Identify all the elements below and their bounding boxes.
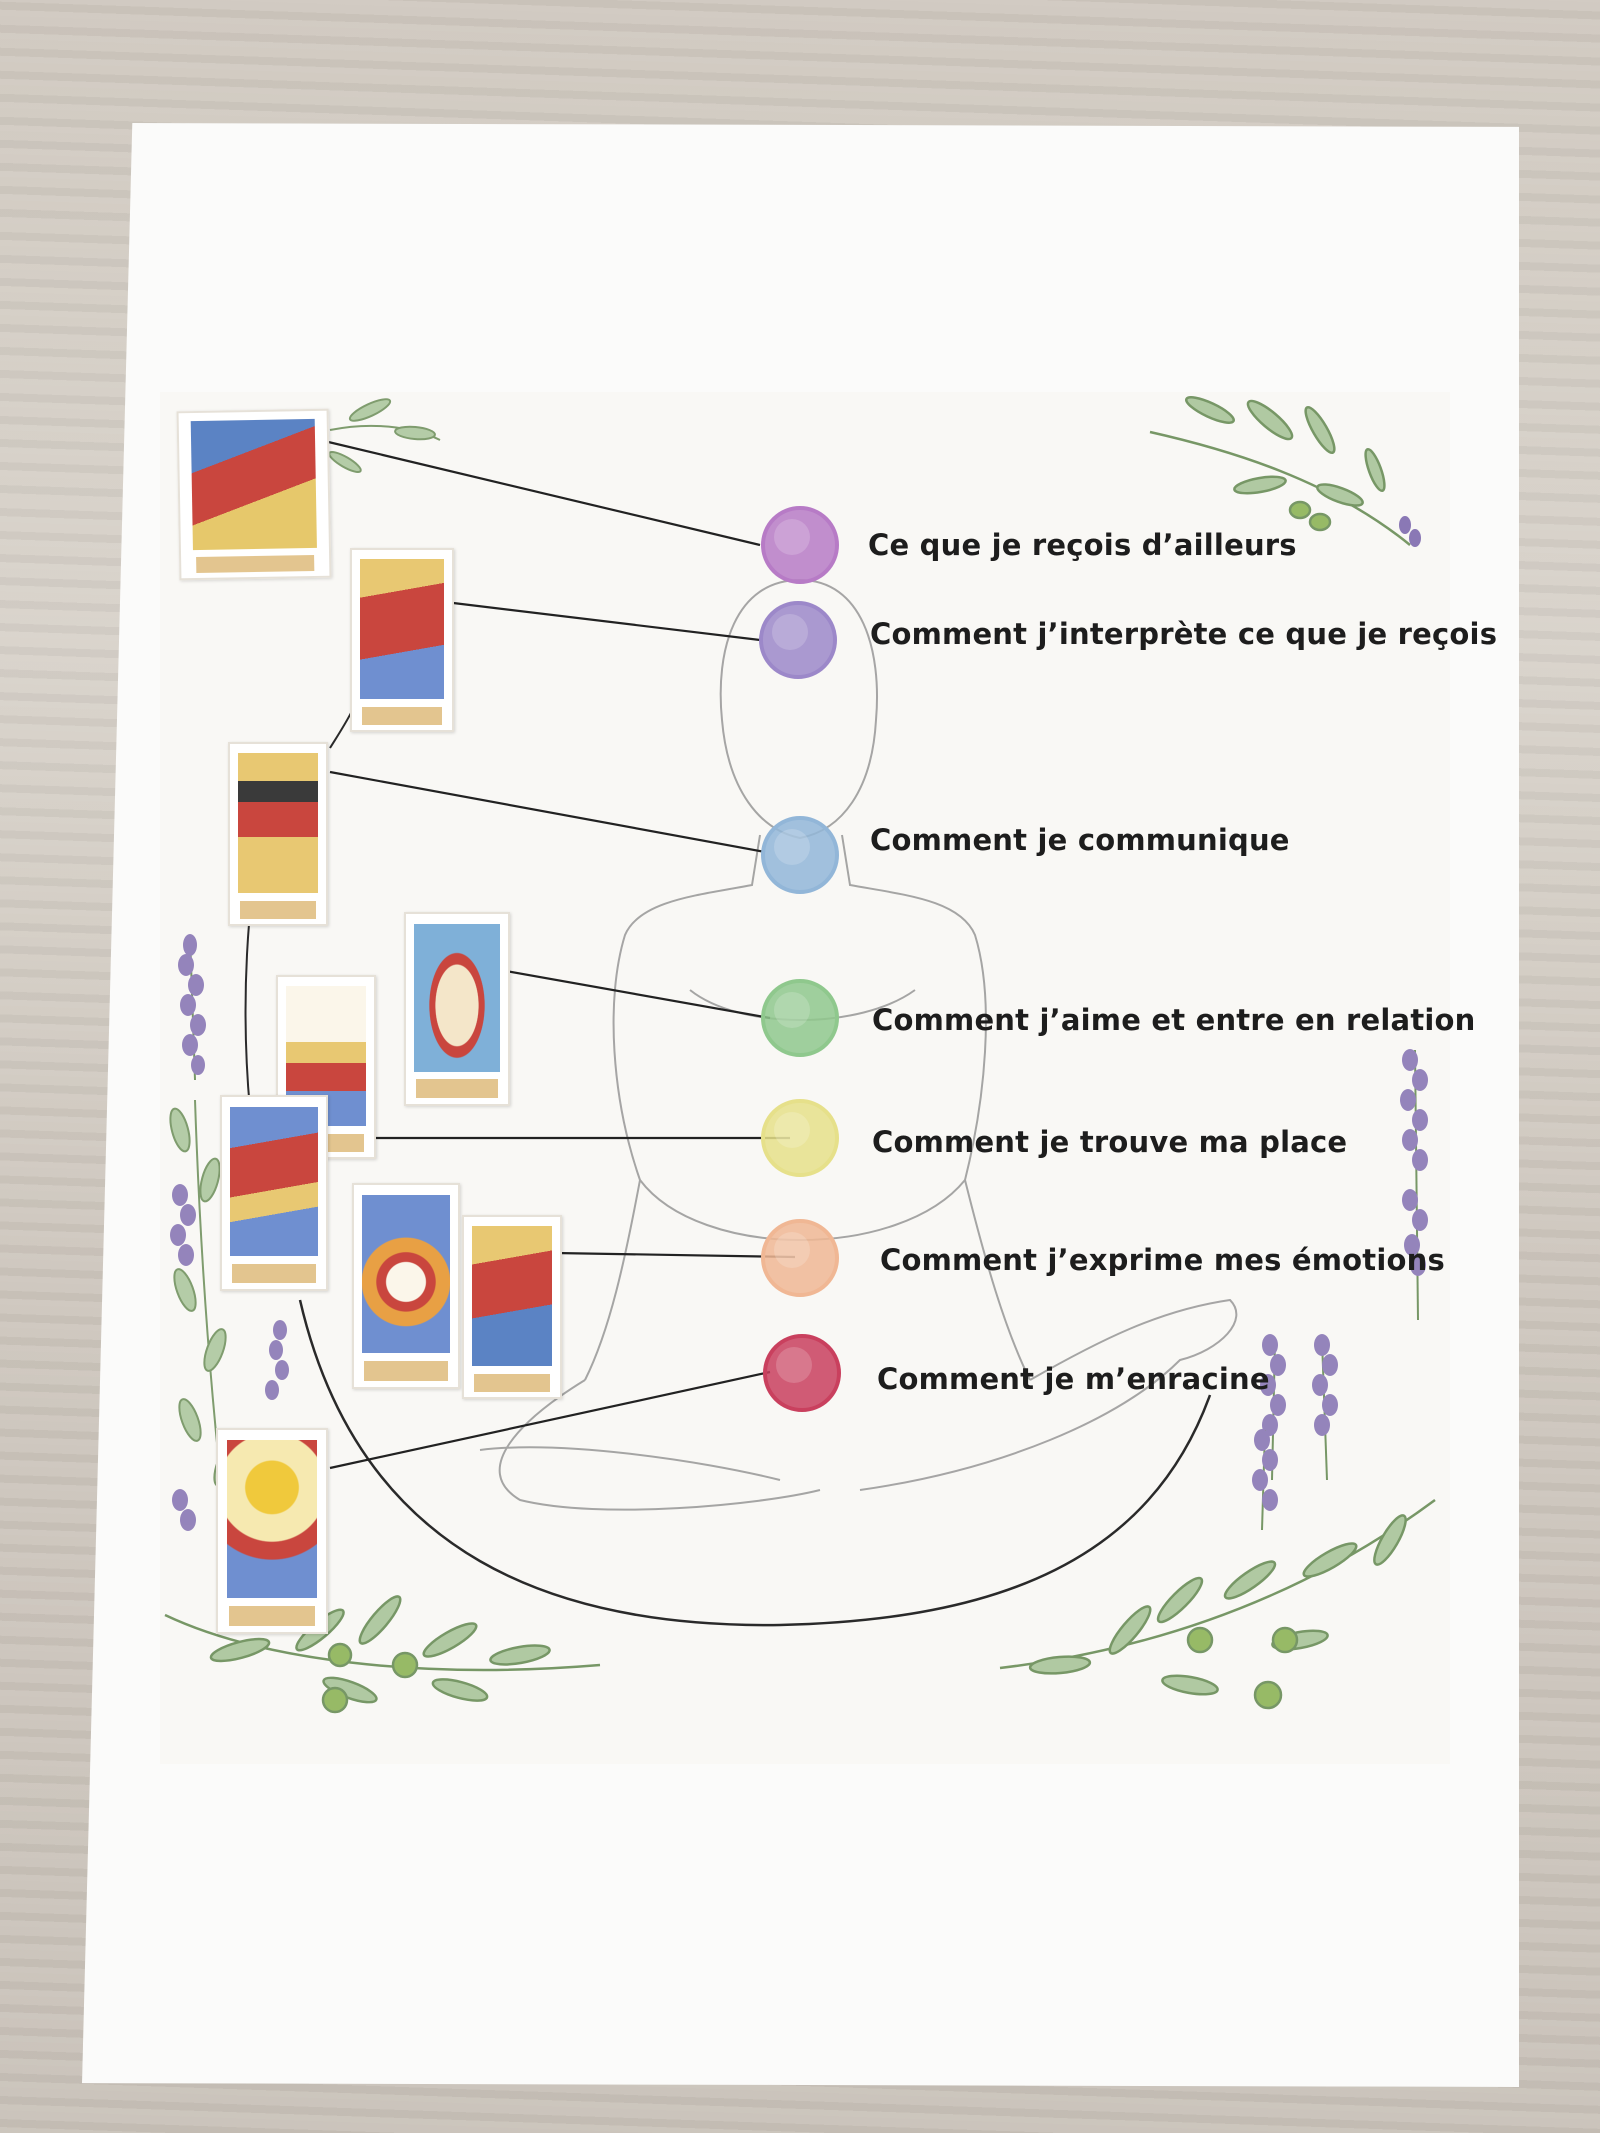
- card-name-banner: [195, 554, 315, 574]
- tarot-card-icon: [237, 753, 319, 894]
- olive-branch-icon: [999, 1498, 1436, 1710]
- card-name-banner: [473, 1373, 551, 1392]
- chakra-label-solar-plexus: Comment je trouve ma place: [872, 1125, 1348, 1159]
- tarot-card-icon: [360, 559, 444, 700]
- chakra-circles: [759, 506, 841, 1412]
- chakra-circle-highlight: [772, 614, 808, 650]
- chakra-circle-highlight: [776, 1347, 812, 1383]
- tarot-card-icon: [362, 1195, 450, 1353]
- energy-arc: [298, 1299, 1212, 1627]
- lavender-stalk-icon: [1252, 1334, 1338, 1531]
- connector-line: [444, 600, 761, 642]
- tarot-card: [462, 1215, 562, 1399]
- leaf-branch-icon: [328, 398, 441, 473]
- chakra-circle: [761, 1219, 839, 1297]
- connector-line: [329, 1370, 771, 1470]
- connector-line: [319, 438, 761, 547]
- chakra-label-root: Comment je m’enracine: [877, 1362, 1270, 1396]
- chakra-circle-highlight: [774, 519, 810, 555]
- olive-branch-icon: [164, 1595, 601, 1714]
- chakra-circle: [761, 506, 839, 584]
- tarot-card: [350, 548, 454, 732]
- tarot-card: [228, 742, 328, 926]
- card-name-banner: [416, 1079, 498, 1099]
- connector-line: [329, 770, 766, 854]
- connector-line: [499, 968, 771, 1020]
- tarot-card-icon: [230, 1106, 318, 1257]
- lavender-sprig-icon: [1399, 516, 1421, 547]
- tarot-card-icon: [226, 1440, 318, 1598]
- card-name-banner: [362, 706, 442, 725]
- chakra-circle: [761, 1099, 839, 1177]
- chakra-circle: [763, 1334, 841, 1412]
- lavender-stalk-icon: [178, 934, 206, 1081]
- chakra-circle-highlight: [774, 992, 810, 1028]
- card-name-banner: [364, 1360, 448, 1381]
- olive-branch-icon: [1149, 396, 1411, 546]
- chakra-circle: [761, 816, 839, 894]
- chakra-label-third-eye: Comment j’interprète ce que je reçois: [870, 617, 1498, 651]
- tarot-card: [404, 912, 510, 1106]
- tarot-card-icon: [190, 419, 318, 551]
- chakra-label-crown: Ce que je reçois d’ailleurs: [868, 528, 1297, 562]
- chakra-label-heart: Comment j’aime et entre en relation: [872, 1003, 1476, 1037]
- card-name-banner: [239, 900, 317, 919]
- tarot-card: [176, 408, 332, 581]
- tarot-card: [216, 1428, 328, 1634]
- lavender-stalk-icon: [170, 1184, 289, 1531]
- card-name-banner: [228, 1605, 316, 1626]
- card-name-banner: [232, 1264, 316, 1284]
- chakra-circle-highlight: [774, 1232, 810, 1268]
- chakra-label-sacral: Comment j’exprime mes émotions: [880, 1243, 1445, 1277]
- chakra-circle-highlight: [774, 829, 810, 865]
- chakra-label-throat: Comment je communique: [870, 823, 1290, 857]
- tarot-card-icon: [471, 1226, 553, 1367]
- chakra-circle: [761, 979, 839, 1057]
- connector-line: [554, 1251, 796, 1259]
- chakra-circle-highlight: [774, 1112, 810, 1148]
- chakra-circle: [759, 601, 837, 679]
- tarot-card: [220, 1095, 328, 1291]
- lavender-stalk-icon: [1400, 1049, 1428, 1321]
- tarot-card: [352, 1183, 460, 1389]
- tarot-card-icon: [414, 923, 500, 1072]
